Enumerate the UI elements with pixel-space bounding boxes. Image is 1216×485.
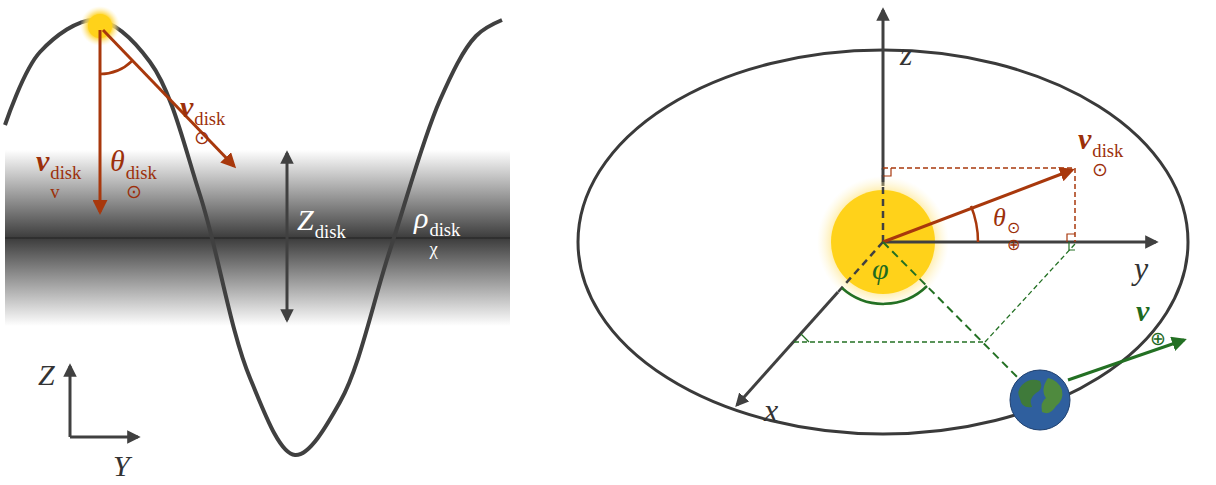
projection-line	[883, 167, 1075, 169]
earth-land	[1042, 378, 1063, 413]
vertical-velocity-arrow	[99, 30, 102, 212]
superscript: disk	[50, 163, 81, 183]
superscript: disk	[194, 109, 225, 129]
symbol: x	[764, 392, 778, 428]
math-label: vdisk⊙	[1078, 124, 1123, 180]
subscript: ⊙	[126, 182, 157, 202]
symbol: Y	[113, 449, 130, 482]
script-stack: disk	[315, 222, 346, 261]
subscript: v	[50, 182, 81, 202]
math-label: Z	[38, 360, 55, 390]
z-axis	[882, 10, 885, 186]
superscript: disk	[1092, 141, 1123, 161]
math-label: x	[764, 394, 778, 426]
math-label: vdiskv	[36, 146, 81, 202]
solar-oscillation-curve	[5, 20, 502, 455]
y-axis-small	[70, 436, 138, 439]
math-label: y	[1134, 252, 1148, 284]
subscript: χ	[429, 239, 460, 259]
symbol: z	[900, 36, 912, 72]
math-label: v⊕	[1136, 296, 1166, 348]
right-angle-mark	[801, 334, 809, 342]
script-stack: ⊙⊕	[1007, 220, 1020, 254]
disk-height-arrow	[286, 153, 289, 320]
earth-position-line	[883, 242, 1040, 400]
symbol: φ	[872, 252, 889, 285]
symbol: Z	[38, 358, 55, 391]
symbol: v	[36, 144, 49, 177]
projection-line	[794, 341, 985, 342]
superscript: disk	[429, 220, 460, 240]
script-stack: diskv	[50, 163, 81, 202]
symbol: v	[1136, 294, 1149, 327]
math-label: Y	[113, 451, 130, 481]
right-angle-mark	[883, 168, 891, 176]
symbol: y	[1134, 250, 1148, 286]
angle-arc	[842, 286, 927, 304]
script-stack: disk⊙	[1092, 141, 1123, 180]
earth-velocity-arrow	[1068, 340, 1184, 380]
symbol: θ	[993, 203, 1006, 232]
projection-line	[985, 244, 1075, 342]
superscript	[1150, 309, 1166, 329]
symbol: v	[180, 90, 193, 123]
math-label: Zdisk	[297, 205, 346, 261]
script-stack: ⊕	[1150, 309, 1166, 348]
symbol: Z	[297, 203, 314, 236]
subscript: ⊕	[1007, 237, 1020, 254]
z-axis-small	[69, 366, 72, 437]
right-angle-mark	[1069, 242, 1075, 250]
earth-land	[1018, 380, 1041, 408]
superscript: ⊙	[1007, 220, 1020, 237]
math-label: vdisk⊙	[180, 92, 225, 148]
math-label: θ⊙⊕	[993, 205, 1020, 254]
z-axis-hidden	[882, 168, 885, 242]
earth	[1010, 370, 1070, 430]
math-label: z	[900, 38, 912, 70]
script-stack: disk⊙	[194, 109, 225, 148]
projection-line	[1074, 168, 1076, 242]
superscript: disk	[315, 222, 346, 242]
subscript: ⊙	[194, 128, 225, 148]
sun-velocity-arrow	[883, 170, 1072, 242]
script-stack: disk⊙	[126, 163, 157, 202]
right-angle-mark	[1067, 234, 1075, 242]
superscript: disk	[126, 163, 157, 183]
script-stack: diskχ	[429, 220, 460, 259]
math-label: θdisk⊙	[110, 146, 157, 202]
angle-arc	[971, 206, 978, 242]
symbol: ρ	[414, 201, 428, 234]
math-label: φ	[872, 254, 889, 284]
symbol: v	[1078, 122, 1091, 155]
symbol: θ	[110, 144, 125, 177]
angle-arc	[100, 61, 132, 74]
math-label: ρdiskχ	[414, 203, 460, 259]
subscript: ⊙	[1092, 160, 1123, 180]
subscript	[315, 241, 346, 261]
x-axis	[737, 292, 838, 405]
subscript: ⊕	[1150, 329, 1166, 349]
disk-band	[5, 150, 510, 326]
